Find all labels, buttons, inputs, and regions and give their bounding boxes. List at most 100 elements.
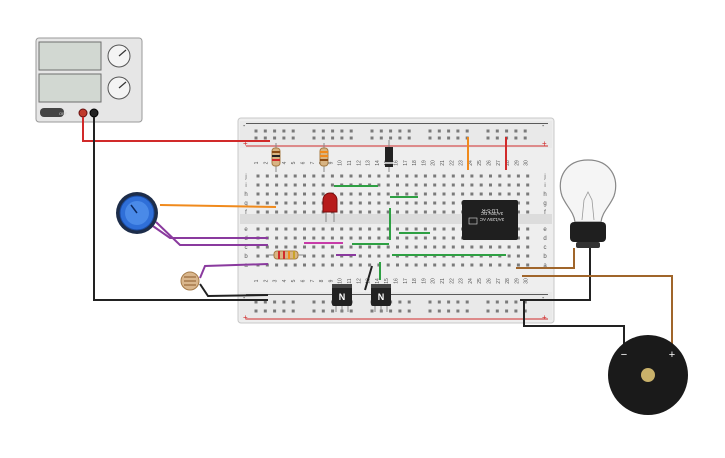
breadboard-hole[interactable]	[414, 227, 418, 231]
breadboard-hole[interactable]	[349, 236, 353, 240]
breadboard-hole[interactable]	[275, 236, 279, 240]
breadboard-hole[interactable]	[256, 192, 260, 196]
breadboard-hole[interactable]	[470, 183, 474, 187]
breadboard-hole[interactable]	[442, 183, 446, 187]
breadboard-hole[interactable]	[461, 245, 465, 249]
led-red[interactable]	[322, 192, 338, 222]
breadboard-hole[interactable]	[405, 236, 409, 240]
transistor-1[interactable]: N	[332, 284, 352, 312]
breadboard-hole[interactable]	[377, 245, 381, 249]
breadboard-hole[interactable]	[414, 210, 418, 214]
breadboard-hole[interactable]	[479, 192, 483, 196]
breadboard-hole[interactable]	[349, 192, 353, 196]
breadboard-hole[interactable]	[507, 174, 511, 178]
breadboard-hole[interactable]	[407, 309, 411, 313]
breadboard-hole[interactable]	[254, 129, 258, 133]
breadboard-hole[interactable]	[442, 201, 446, 205]
breadboard-hole[interactable]	[396, 210, 399, 214]
breadboard-hole[interactable]	[396, 227, 399, 231]
breadboard-hole[interactable]	[321, 263, 325, 267]
breadboard-hole[interactable]	[398, 300, 402, 304]
breadboard-hole[interactable]	[461, 192, 465, 196]
power-switch[interactable]	[40, 108, 64, 117]
breadboard-hole[interactable]	[505, 309, 509, 313]
breadboard-hole[interactable]	[505, 129, 509, 133]
breadboard-hole[interactable]	[321, 254, 325, 258]
breadboard-hole[interactable]	[331, 129, 335, 133]
breadboard-hole[interactable]	[423, 201, 427, 205]
wire-purple-pot-1[interactable]	[149, 223, 268, 239]
breadboard-hole[interactable]	[303, 227, 306, 231]
breadboard-hole[interactable]	[526, 263, 530, 267]
buzzer[interactable]: − +	[608, 335, 688, 415]
breadboard-hole[interactable]	[358, 174, 362, 178]
breadboard-hole[interactable]	[303, 254, 306, 258]
breadboard-hole[interactable]	[396, 236, 399, 240]
breadboard-hole[interactable]	[423, 192, 427, 196]
breadboard-hole[interactable]	[330, 245, 334, 249]
diode[interactable]	[385, 140, 393, 172]
breadboard-hole[interactable]	[507, 245, 511, 249]
photoresistor[interactable]	[180, 271, 200, 291]
breadboard-hole[interactable]	[368, 174, 372, 178]
breadboard-hole[interactable]	[275, 174, 279, 178]
breadboard-hole[interactable]	[284, 263, 288, 267]
breadboard-hole[interactable]	[451, 227, 455, 231]
breadboard-hole[interactable]	[498, 263, 502, 267]
breadboard-hole[interactable]	[396, 245, 399, 249]
breadboard-hole[interactable]	[498, 174, 502, 178]
breadboard-hole[interactable]	[284, 192, 288, 196]
breadboard-hole[interactable]	[433, 210, 437, 214]
breadboard-hole[interactable]	[330, 174, 334, 178]
breadboard-hole[interactable]	[340, 136, 344, 140]
breadboard-hole[interactable]	[486, 136, 490, 140]
breadboard-hole[interactable]	[265, 183, 269, 187]
breadboard-hole[interactable]	[433, 183, 437, 187]
wire-red-power[interactable]	[82, 117, 270, 142]
breadboard-hole[interactable]	[465, 129, 469, 133]
breadboard-hole[interactable]	[470, 245, 474, 249]
breadboard-hole[interactable]	[451, 192, 455, 196]
breadboard-hole[interactable]	[284, 183, 288, 187]
wire-brown-buzzer[interactable]	[522, 275, 673, 345]
breadboard-hole[interactable]	[423, 210, 427, 214]
breadboard-hole[interactable]	[293, 245, 297, 249]
breadboard-hole[interactable]	[256, 174, 260, 178]
breadboard-hole[interactable]	[377, 210, 381, 214]
breadboard-hole[interactable]	[265, 210, 269, 214]
wire-black-diagonal[interactable]	[364, 265, 373, 291]
breadboard-hole[interactable]	[284, 210, 288, 214]
breadboard[interactable]: - + - + - + - + 123456789101112131415161…	[237, 117, 555, 324]
breadboard-hole[interactable]	[368, 192, 372, 196]
bottom-power-rail[interactable]	[240, 292, 552, 320]
breadboard-hole[interactable]	[428, 136, 432, 140]
breadboard-hole[interactable]	[405, 183, 409, 187]
breadboard-hole[interactable]	[489, 263, 492, 267]
breadboard-hole[interactable]	[489, 192, 492, 196]
breadboard-hole[interactable]	[293, 236, 297, 240]
breadboard-hole[interactable]	[428, 129, 432, 133]
breadboard-hole[interactable]	[451, 245, 455, 249]
breadboard-hole[interactable]	[377, 201, 381, 205]
breadboard-hole[interactable]	[433, 174, 437, 178]
breadboard-hole[interactable]	[349, 263, 353, 267]
breadboard-hole[interactable]	[303, 245, 306, 249]
breadboard-hole[interactable]	[407, 136, 411, 140]
breadboard-hole[interactable]	[340, 201, 344, 205]
breadboard-hole[interactable]	[312, 254, 316, 258]
breadboard-hole[interactable]	[340, 174, 344, 178]
breadboard-hole[interactable]	[377, 227, 381, 231]
breadboard-hole[interactable]	[377, 174, 381, 178]
breadboard-hole[interactable]	[447, 309, 451, 313]
breadboard-hole[interactable]	[451, 174, 455, 178]
breadboard-hole[interactable]	[526, 201, 530, 205]
breadboard-hole[interactable]	[442, 227, 446, 231]
breadboard-hole[interactable]	[523, 129, 527, 133]
breadboard-hole[interactable]	[256, 210, 260, 214]
breadboard-hole[interactable]	[358, 210, 362, 214]
breadboard-hole[interactable]	[370, 136, 374, 140]
potentiometer[interactable]	[116, 192, 158, 234]
breadboard-hole[interactable]	[349, 227, 353, 231]
breadboard-hole[interactable]	[282, 129, 286, 133]
breadboard-hole[interactable]	[340, 129, 344, 133]
